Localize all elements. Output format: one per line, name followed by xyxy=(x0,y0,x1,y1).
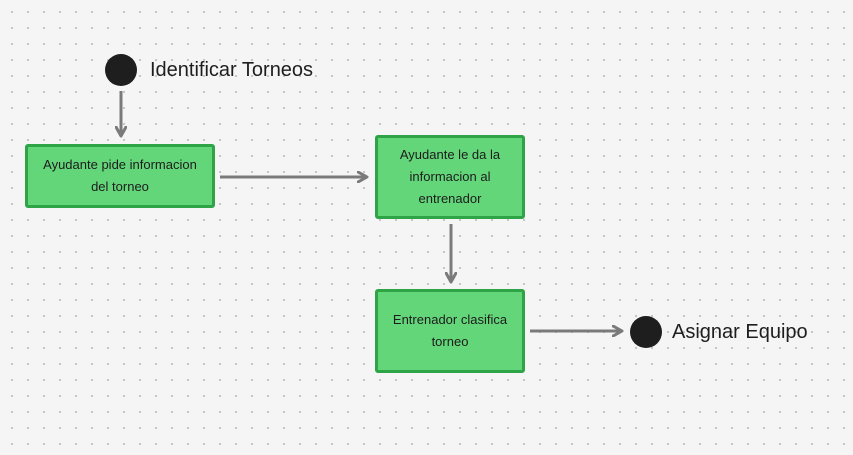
step-1-node[interactable]: Ayudante pide informacion del torneo xyxy=(25,144,215,208)
start-node-label: Identificar Torneos xyxy=(150,59,314,81)
step-1-label: Ayudante pide informacion del torneo xyxy=(43,157,197,194)
step-2-node[interactable]: Ayudante le da la informacion al entrena… xyxy=(375,135,525,219)
step-3-label: Entrenador clasifica torneo xyxy=(392,312,508,349)
start-node[interactable] xyxy=(105,54,137,86)
end-node[interactable] xyxy=(630,316,662,348)
step-3-node[interactable]: Entrenador clasifica torneo xyxy=(375,289,525,373)
step-2-label: Ayudante le da la informacion al entrena… xyxy=(399,147,501,206)
end-node-label: Asignar Equipo xyxy=(672,321,808,343)
